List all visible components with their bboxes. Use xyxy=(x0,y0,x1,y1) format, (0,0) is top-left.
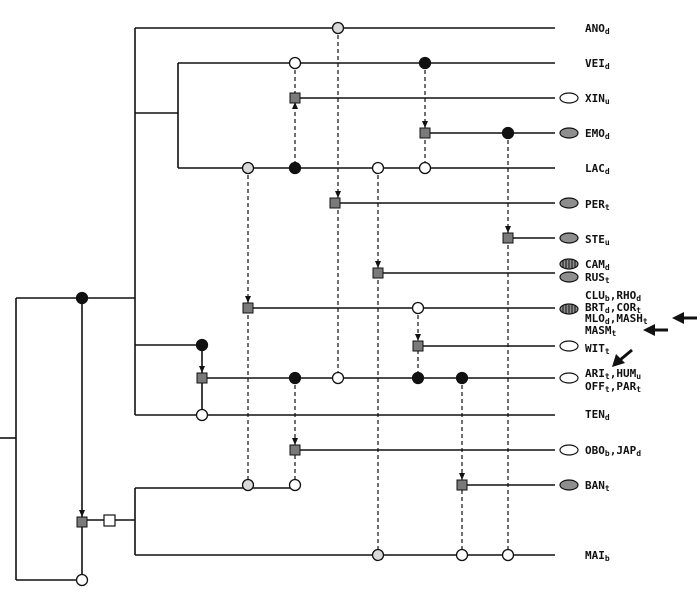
branch-node xyxy=(288,161,302,175)
taxon-rus-oval-dark-icon xyxy=(559,271,579,283)
branch-node xyxy=(455,371,469,385)
taxon-label-ban: BANt xyxy=(585,479,610,493)
taxon-xin-oval-white-icon xyxy=(559,92,579,104)
pointer-arrow-mash xyxy=(672,312,697,324)
branch-node xyxy=(75,291,89,305)
reticulation-arrowhead xyxy=(292,438,298,445)
branch-node xyxy=(455,548,469,562)
hybrid-junction-markers xyxy=(76,92,514,528)
taxon-label-obo-jap: OBOb,JAPd xyxy=(585,444,641,458)
hybrid-junction-square xyxy=(412,340,424,352)
reticulation-arrowhead xyxy=(199,366,205,373)
branch-node xyxy=(195,408,209,422)
hybrid-junction-square xyxy=(502,232,514,244)
pointer-arrow-ari xyxy=(612,348,633,367)
taxon-obo-oval-white-icon xyxy=(559,444,579,456)
reticulation-arrowhead xyxy=(415,334,421,341)
hybrid-junction-square xyxy=(419,127,431,139)
branch-node xyxy=(501,126,515,140)
reticulation-edges xyxy=(247,28,509,555)
taxon-label-wit: WITt xyxy=(585,342,610,356)
branch-node xyxy=(288,478,302,492)
branch-node xyxy=(411,371,425,385)
branch-node xyxy=(331,371,345,385)
hybrid-junction-square xyxy=(329,197,341,209)
taxon-icons xyxy=(559,92,579,491)
taxon-wit-oval-white-icon xyxy=(559,340,579,352)
taxon-label-off-par: OFFt,PARt xyxy=(585,380,641,394)
taxon-label-ste: STEu xyxy=(585,233,610,247)
open-square-marker xyxy=(103,514,116,527)
taxon-label-ano: ANOd xyxy=(585,22,610,36)
reticulation-arrowhead xyxy=(459,473,465,480)
taxon-label-vei: VEId xyxy=(585,57,610,71)
branch-node xyxy=(418,161,432,175)
taxon-label-ten: TENd xyxy=(585,408,610,422)
reticulation-arrowhead xyxy=(375,261,381,268)
branch-node xyxy=(195,338,209,352)
reticulation-arrowhead xyxy=(422,121,428,128)
hybrid-junction-square xyxy=(289,444,301,456)
reticulation-arrowhead xyxy=(245,296,251,303)
hybrid-junction-square xyxy=(196,372,208,384)
taxon-label-brt-cor: BRTd,CORt xyxy=(585,301,641,315)
taxon-per-oval-dark-icon xyxy=(559,197,579,209)
taxon-label-masm: MASMt xyxy=(585,324,617,338)
pointer-arrow-masm xyxy=(643,324,668,336)
branch-node xyxy=(501,548,515,562)
branch-node xyxy=(241,478,255,492)
taxon-label-per: PERt xyxy=(585,198,610,212)
hybrid-junction-square xyxy=(372,267,384,279)
reticulation-arrowhead xyxy=(292,102,298,109)
hybrid-junction-square xyxy=(289,92,301,104)
taxon-ste-oval-dark-icon xyxy=(559,232,579,244)
taxon-ban-oval-dark-icon xyxy=(559,479,579,491)
hybrid-junction-square xyxy=(76,516,88,528)
reticulation-arrowhead xyxy=(335,191,341,198)
branch-node xyxy=(371,161,385,175)
branch-node xyxy=(75,573,89,587)
taxon-label-cam: CAMd xyxy=(585,258,610,272)
branch-node xyxy=(371,548,385,562)
taxon-label-lac: LACd xyxy=(585,162,610,176)
taxon-emo-oval-dark-icon xyxy=(559,127,579,139)
taxon-label-mai: MAIb xyxy=(585,549,610,563)
taxon-ari-oval-white-icon xyxy=(559,372,579,384)
branch-node xyxy=(411,301,425,315)
branch-node xyxy=(288,371,302,385)
hybrid-junction-square xyxy=(242,302,254,314)
reticulation-arrowhead xyxy=(79,510,85,517)
branch-nodes xyxy=(75,21,515,587)
taxon-labels: ANOd VEId XINu EMOd LACd PERt STEu CAMd … xyxy=(585,22,648,563)
taxon-label-rus: RUSt xyxy=(585,271,610,285)
branch-node xyxy=(331,21,345,35)
branch-node xyxy=(241,161,255,175)
taxon-label-xin: XINu xyxy=(585,92,610,106)
reticulation-arrowhead xyxy=(505,226,511,233)
branch-node xyxy=(418,56,432,70)
taxon-label-emo: EMOd xyxy=(585,127,610,141)
taxon-label-clu-rho: CLUb,RHOd xyxy=(585,289,641,303)
taxon-label-mlo-mash: MLOd,MASHt xyxy=(585,312,648,326)
taxon-label-ari-hum: ARIt,HUMu xyxy=(585,367,641,381)
branch-node xyxy=(288,56,302,70)
hybrid-junction-square xyxy=(456,479,468,491)
